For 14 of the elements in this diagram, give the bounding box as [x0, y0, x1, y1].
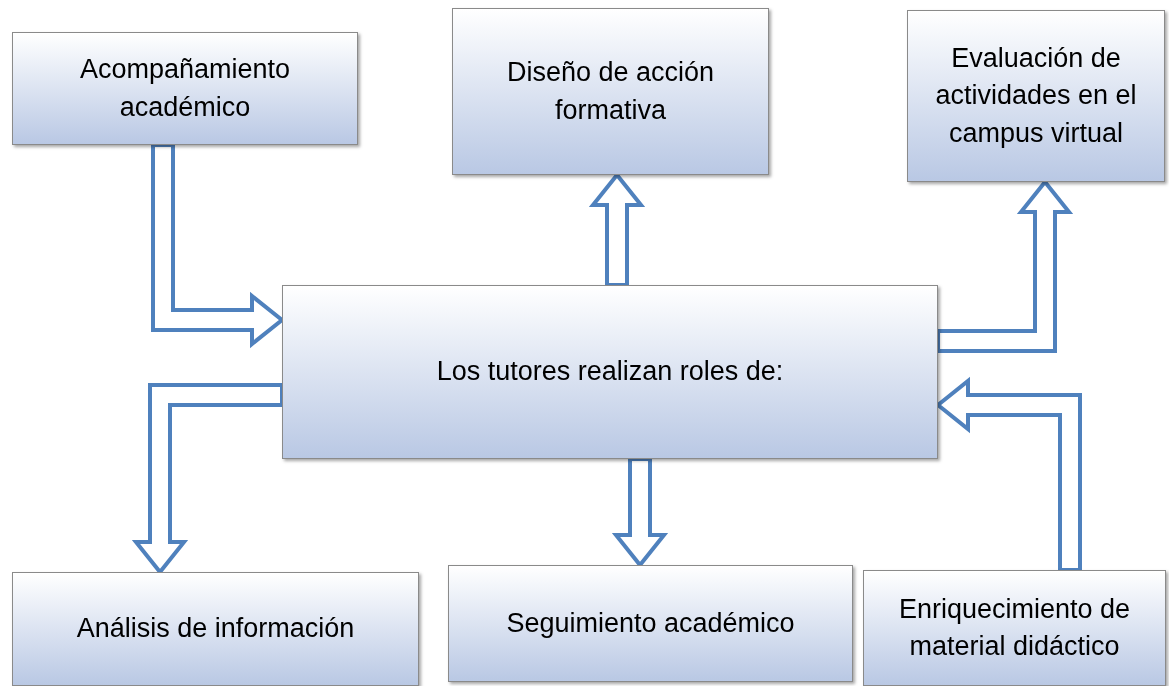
role-box — [448, 565, 853, 682]
box-label: Diseño de acción formativa — [505, 56, 716, 127]
box-label: Seguimiento académico — [506, 606, 795, 640]
box-label: Evaluación de actividades en el campus virtual — [934, 42, 1138, 150]
role-box — [12, 32, 358, 145]
box-label: Acompañamiento académico — [78, 53, 292, 124]
box-label: Análisis de información — [76, 612, 355, 646]
role-box — [12, 572, 419, 686]
role-box — [282, 285, 938, 459]
role-box — [863, 570, 1166, 686]
box-label: Enriquecimiento de material didáctico — [897, 592, 1132, 663]
role-box — [452, 8, 769, 175]
role-box — [907, 10, 1165, 182]
box-label: Los tutores realizan roles de: — [436, 355, 784, 389]
